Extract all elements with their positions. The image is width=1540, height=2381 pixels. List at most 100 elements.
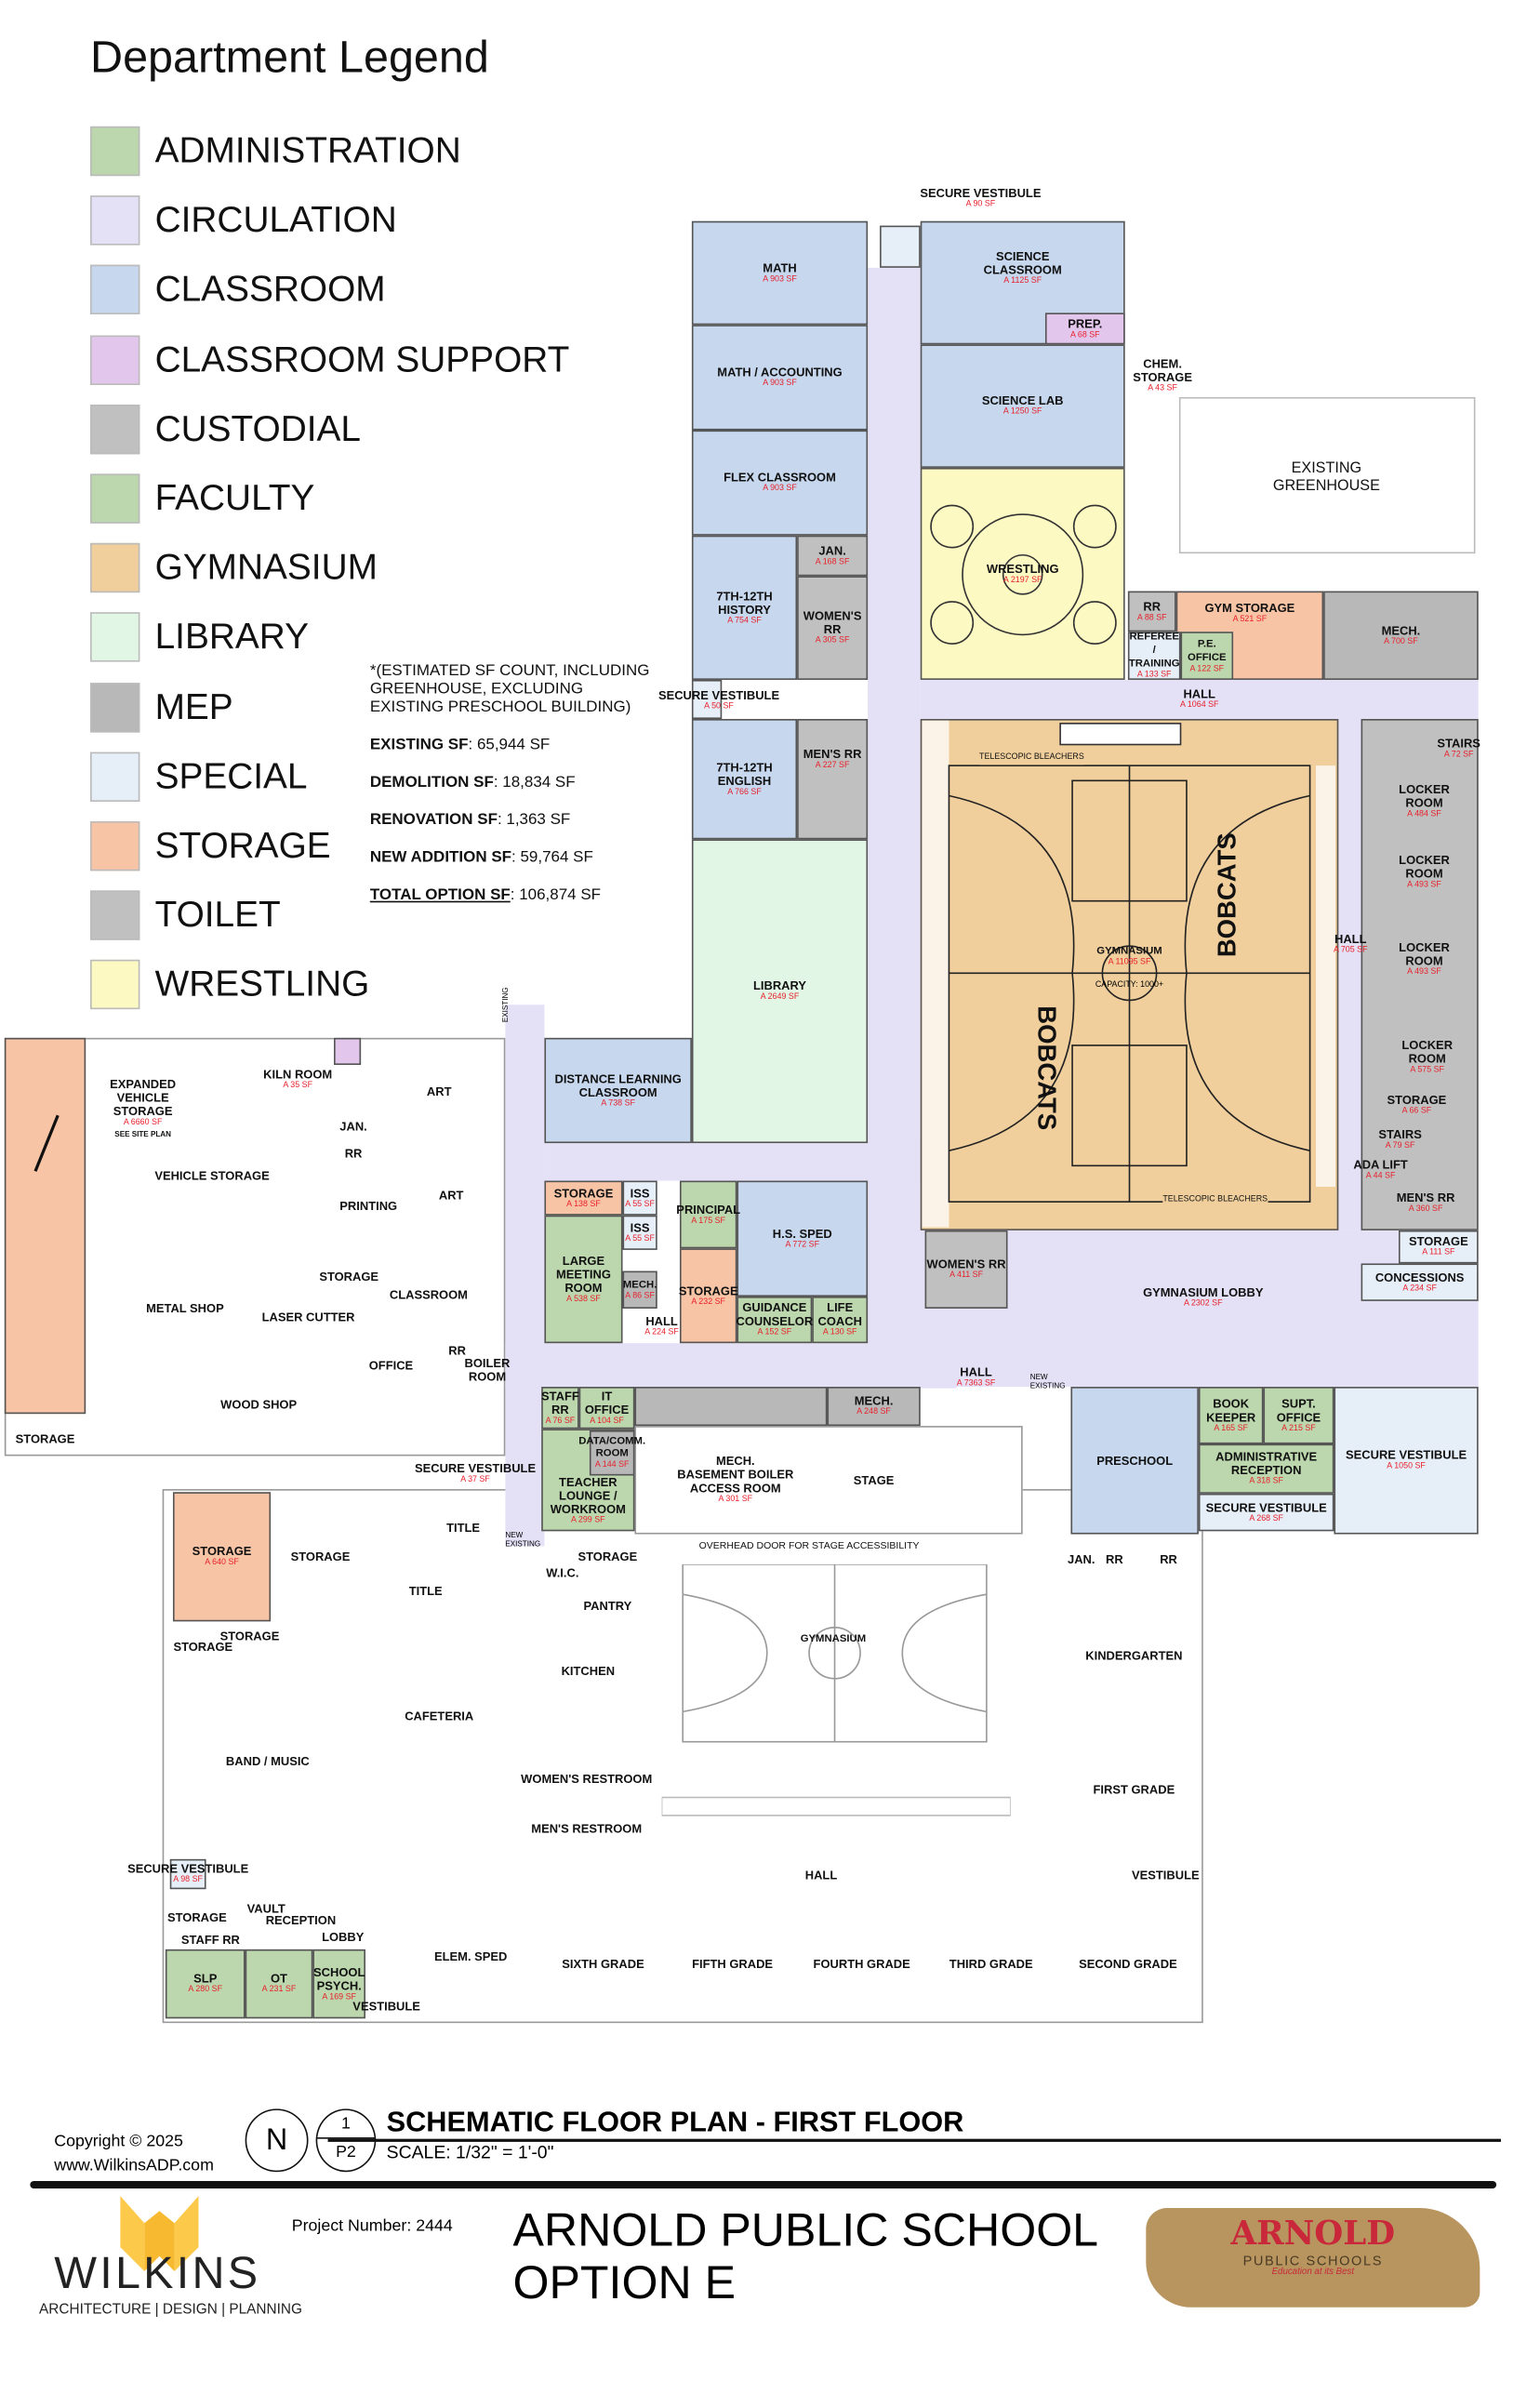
room-area: A 700 SF	[1384, 636, 1418, 646]
copyright: Copyright © 2025	[54, 2133, 183, 2151]
room-name: SECURE VESTIBULE	[920, 186, 1042, 201]
room-name: REFEREE / TRAINING	[1128, 632, 1180, 670]
room-name: WRESTLING	[986, 562, 1059, 576]
legend-swatch	[90, 752, 140, 802]
room-name: LIFE COACH	[817, 1300, 862, 1328]
legend-swatch	[90, 612, 140, 663]
renovation-sf-value: : 1,363 SF	[497, 810, 571, 830]
room-mech-admin: MECH.A 86 SF	[622, 1270, 657, 1309]
label-kitchen: KITCHEN	[561, 1664, 616, 1678]
label-second-grade: SECOND GRADE	[1079, 1957, 1177, 1972]
room-area: A 268 SF	[1249, 1513, 1283, 1523]
sheet-number: P2	[336, 2143, 356, 2162]
room-name: ADMINISTRATIVE RECEPTION	[1215, 1449, 1318, 1478]
label-rr-east-2: RR	[1160, 1552, 1177, 1567]
label-vestibule-sw: VESTIBULE	[352, 2000, 420, 2014]
greenhouse-outline	[1178, 396, 1476, 554]
label-storage-lower-3: STORAGE	[173, 1640, 233, 1655]
legend-swatch	[90, 195, 140, 246]
renovation-sf-label: RENOVATION SF	[369, 810, 498, 830]
room-area: A 111 SF	[1422, 1248, 1455, 1257]
room-area: A 35 SF	[283, 1081, 313, 1091]
room-name: GUIDANCE COUNSELOR	[736, 1300, 814, 1328]
label-rr-west: RR	[344, 1147, 363, 1161]
room-area: A 104 SF	[590, 1416, 624, 1426]
room-name: STORAGE	[678, 1284, 738, 1297]
legend-swatch	[90, 473, 140, 524]
label-storage-sw: STORAGE	[166, 1910, 227, 1925]
label-art-1: ART	[426, 1084, 452, 1099]
label-title-2: TITLE	[408, 1584, 443, 1599]
hall-east-fill	[1338, 719, 1361, 1230]
room-secure-vestibule-west	[691, 679, 723, 720]
label-pantry: PANTRY	[583, 1599, 632, 1614]
addition-sf-label: NEW ADDITION SF	[369, 848, 512, 867]
room-name: CONCESSIONS	[1374, 1270, 1465, 1284]
label-hall-lower: HALL	[804, 1869, 838, 1882]
room-secure-vestibule-north	[880, 225, 921, 268]
room-area: A 165 SF	[1214, 1423, 1248, 1433]
room-preschool: PRESCHOOL	[1070, 1387, 1199, 1535]
room-area: A 318 SF	[1249, 1477, 1283, 1486]
room-area: A 227 SF	[815, 761, 850, 771]
north-arrow-icon: N	[245, 2108, 309, 2173]
demolition-sf: DEMOLITION SF: 18,834 SF	[370, 773, 576, 791]
room-name: JAN.	[818, 543, 846, 558]
legend-label: CLASSROOM	[154, 270, 386, 311]
wrestling-mat-circles	[930, 504, 1117, 645]
room-mech-basement-fill	[634, 1387, 828, 1427]
room-area: A 493 SF	[1407, 880, 1441, 890]
logo-subtitle: PUBLIC SCHOOLS	[1242, 2253, 1384, 2268]
room-name: LOCKER ROOM	[1399, 853, 1450, 881]
label-first-grade: FIRST GRADE	[1093, 1783, 1175, 1797]
room-area: A 133 SF	[1136, 671, 1172, 680]
label-wic: W.I.C.	[546, 1566, 579, 1580]
room-name: OT	[270, 1972, 287, 1986]
room-area: A 232 SF	[691, 1297, 725, 1307]
room-area: A 521 SF	[1232, 615, 1268, 625]
room-area: A 738 SF	[601, 1098, 635, 1109]
existing-sf-value: : 65,944 SF	[468, 735, 551, 754]
room-area: A 903 SF	[763, 379, 797, 389]
label-storage-lower-2: STORAGE	[219, 1629, 280, 1643]
room-area: A 152 SF	[757, 1327, 792, 1337]
room-note: SEE SITE PLAN	[114, 1130, 171, 1140]
room-secure-vestibule-98	[169, 1858, 206, 1890]
room-area: A 1064 SF	[1179, 700, 1219, 711]
legend-label: SPECIAL	[154, 756, 308, 797]
north-label: N	[265, 2122, 288, 2157]
legend-label: TOILET	[154, 895, 281, 937]
legend-label: WRESTLING	[154, 964, 370, 1005]
demolition-sf-value: : 18,834 SF	[493, 773, 576, 791]
room-name: SECURE VESTIBULE	[1346, 1448, 1467, 1462]
renovation-sf: RENOVATION SF: 1,363 SF	[370, 811, 570, 829]
marker-existing: EXISTING	[505, 1540, 541, 1550]
room-name: GYMNASIUM	[1096, 946, 1162, 957]
room-name: STORAGE	[553, 1186, 614, 1200]
project-number: Project Number: 2444	[291, 2216, 453, 2236]
label-art-2: ART	[438, 1189, 464, 1203]
label-office-west: OFFICE	[368, 1359, 414, 1373]
plan-scale: SCALE: 1/32" = 1'-0"	[386, 2141, 554, 2163]
label-laser-cutter: LASER CUTTER	[261, 1310, 355, 1324]
room-area: A 575 SF	[1410, 1065, 1445, 1075]
room-name: RR	[1143, 599, 1162, 614]
label-womens-restroom: WOMEN'S RESTROOM	[521, 1772, 653, 1787]
